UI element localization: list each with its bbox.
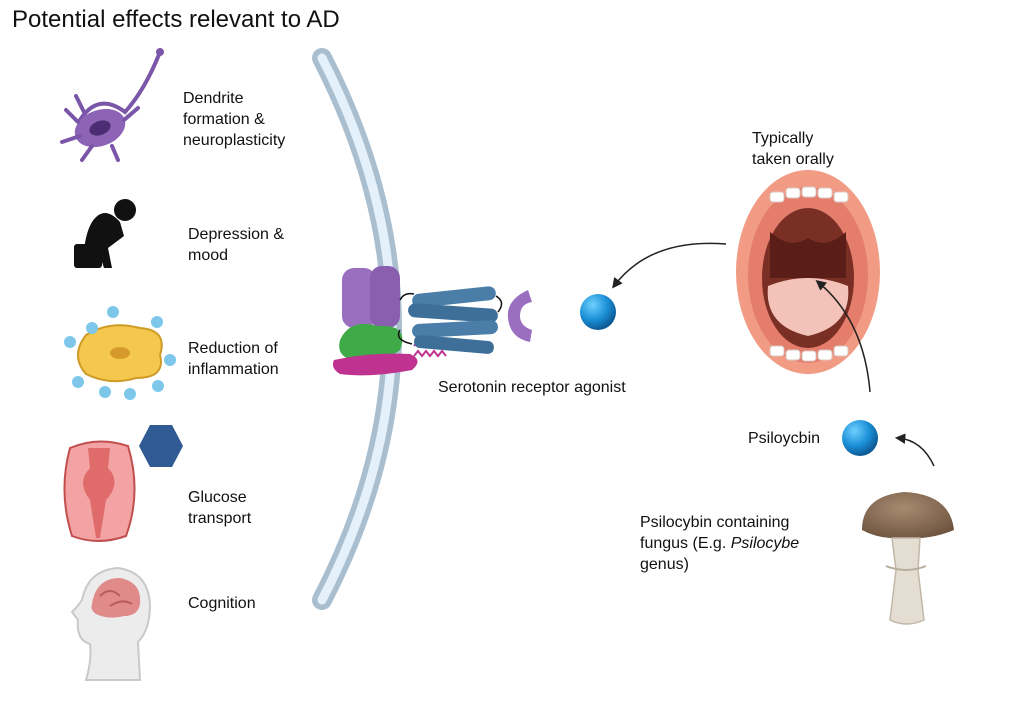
psilocybin-label: Psiloycbin xyxy=(748,430,821,447)
neuron-icon xyxy=(60,48,164,162)
psilocybin-molecule-icon xyxy=(842,420,878,456)
sad-person-icon xyxy=(74,199,136,268)
glucose-transporter-icon xyxy=(63,425,183,542)
effect-label-depression: Depression &mood xyxy=(188,226,285,264)
inflamed-cell-icon xyxy=(64,306,176,400)
arrow-psilocybin-to-mouth xyxy=(815,279,871,393)
arrow-mouth-to-receptor xyxy=(612,242,727,289)
figure-title: Potential effects relevant to AD xyxy=(12,6,340,33)
psilocybin-molecule-bound xyxy=(580,294,616,330)
open-mouth-icon xyxy=(736,170,880,374)
serotonin-receptor xyxy=(397,286,532,354)
effect-label-cognition: Cognition xyxy=(188,595,256,612)
g-protein-complex xyxy=(332,266,447,376)
receptor-agonist-label: Serotonin receptor agonist xyxy=(438,379,626,396)
arrow-fungus-to-psilocybin xyxy=(894,433,935,467)
fungus-label: Psilocybin containing fungus (E.g. Psilo… xyxy=(640,514,800,573)
head-brain-icon xyxy=(70,566,152,681)
mushroom-icon xyxy=(862,492,954,625)
